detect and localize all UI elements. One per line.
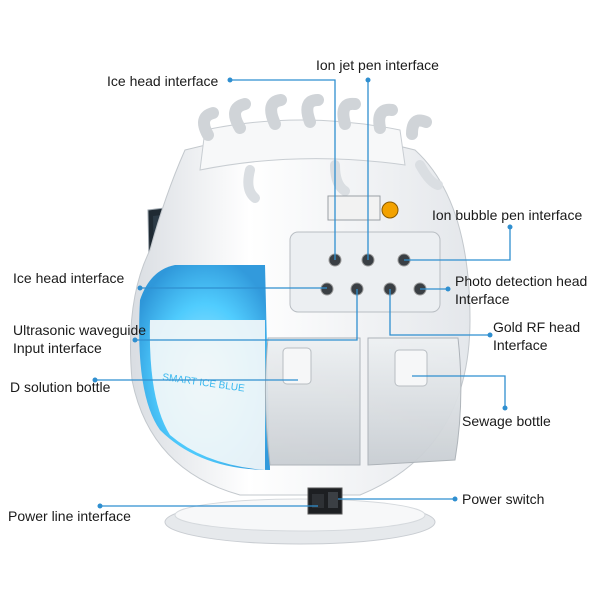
label-power-switch: Power switch: [462, 491, 545, 507]
leader-dots: [92, 77, 513, 509]
power-switch-knob: [328, 492, 338, 508]
right-tank-cap: [394, 349, 428, 387]
spec-plate: [327, 195, 381, 221]
label-gold-rf-line1: Gold RF head: [493, 319, 581, 335]
leader-ice-head-top: [230, 79, 336, 260]
label-ultrasonic-line2: Input interface: [13, 340, 102, 356]
label-gold-rf-line2: Interface: [493, 337, 548, 353]
label-power-line-interface: Power line interface: [8, 508, 131, 524]
label-ice-head-left: Ice head interface: [13, 270, 125, 286]
label-photo-detection-line1: Photo detection head: [455, 273, 588, 289]
handle-rack: [198, 94, 443, 203]
warning-sticker: [381, 201, 399, 219]
right-tank: [367, 337, 462, 466]
label-d-solution-bottle: D solution bottle: [10, 379, 111, 395]
leader-lines: [95, 79, 511, 507]
label-ion-jet-pen: Ion jet pen interface: [316, 57, 439, 73]
label-ion-bubble-pen: Ion bubble pen interface: [432, 207, 583, 223]
leader-gold-rf: [389, 289, 490, 336]
power-socket: [312, 494, 324, 508]
label-ultrasonic-line1: Ultrasonic waveguide: [13, 322, 147, 338]
leader-ion-bubble: [404, 227, 511, 261]
label-sewage-bottle: Sewage bottle: [462, 413, 551, 429]
leader-sewage: [412, 375, 506, 408]
white-face-panel: [149, 320, 265, 470]
leader-ultrasonic: [135, 289, 358, 341]
label-ice-head-top: Ice head interface: [107, 73, 219, 89]
interface-panel: [289, 231, 441, 313]
left-tank-cap: [282, 347, 312, 385]
left-tank: [264, 337, 361, 466]
base-top: [174, 498, 426, 532]
label-photo-detection-line2: Interface: [455, 291, 510, 307]
